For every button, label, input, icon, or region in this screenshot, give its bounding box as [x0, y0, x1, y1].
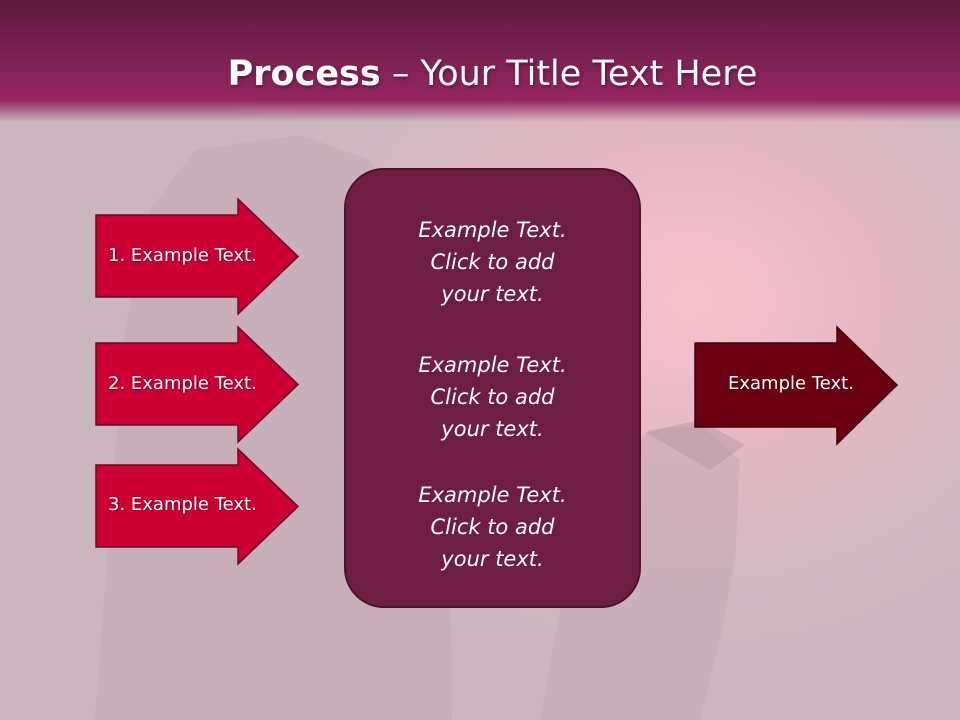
- step-arrow-1[interactable]: 1. Example Text.: [95, 197, 300, 316]
- center-paragraph-2: Example Text. Click to add your text.: [346, 349, 639, 445]
- step-arrow-label: 1. Example Text.: [108, 245, 257, 266]
- slide-title: Process – Your Title Text Here: [0, 52, 960, 96]
- step-arrow-2[interactable]: 2. Example Text.: [95, 325, 300, 444]
- title-bold: Process: [227, 54, 381, 94]
- paragraph-line: Example Text.: [418, 218, 567, 242]
- paragraph-line: your text.: [441, 547, 544, 571]
- paragraph-line: Click to add: [430, 385, 555, 409]
- paragraph-line: Example Text.: [418, 353, 567, 377]
- step-arrow-label: 3. Example Text.: [108, 494, 257, 515]
- step-arrow-label: 2. Example Text.: [108, 373, 257, 394]
- paragraph-line: your text.: [441, 417, 544, 441]
- header-bar: [0, 0, 960, 122]
- paragraph-line: Click to add: [430, 250, 555, 274]
- center-paragraph-1: Example Text. Click to add your text.: [346, 214, 639, 310]
- result-arrow[interactable]: Example Text.: [694, 325, 899, 446]
- step-arrow-3[interactable]: 3. Example Text.: [95, 447, 300, 566]
- paragraph-line: Click to add: [430, 515, 555, 539]
- center-text-box[interactable]: Example Text. Click to add your text. Ex…: [344, 168, 641, 608]
- arrow-shape: [95, 197, 300, 316]
- paragraph-line: your text.: [441, 282, 544, 306]
- result-arrow-label: Example Text.: [728, 373, 854, 394]
- paragraph-line: Example Text.: [418, 483, 567, 507]
- title-rest: – Your Title Text Here: [380, 54, 758, 94]
- center-paragraph-3: Example Text. Click to add your text.: [346, 479, 639, 575]
- arrow-shape: [95, 447, 300, 566]
- arrow-shape: [95, 325, 300, 444]
- arrow-shape: [694, 325, 899, 446]
